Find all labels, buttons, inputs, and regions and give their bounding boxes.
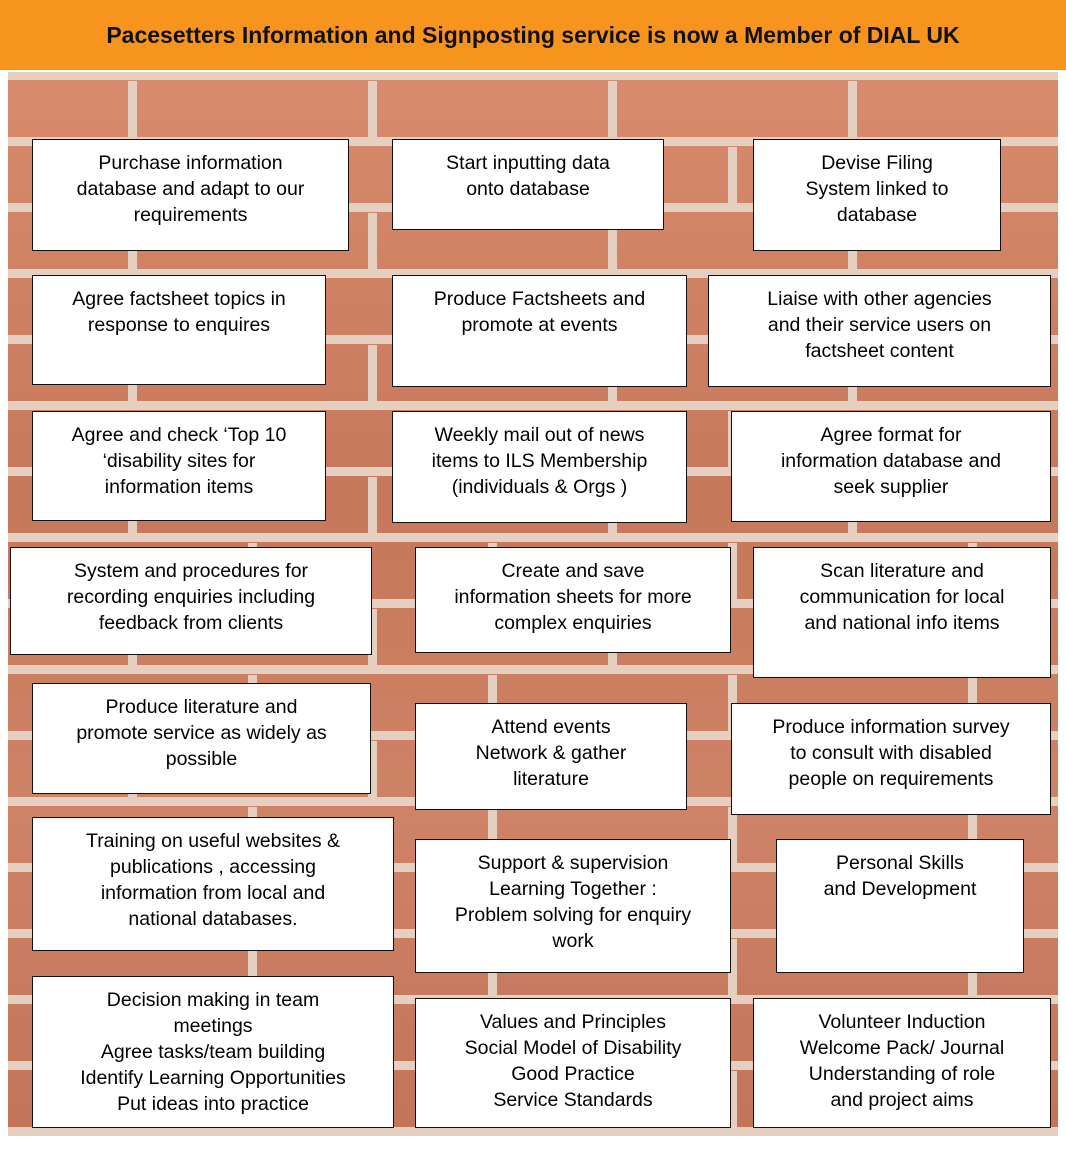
- task-box: Agree and check ‘Top 10 ‘disability site…: [32, 411, 326, 521]
- mortar-joint: [368, 741, 377, 798]
- task-box: Scan literature and communication for lo…: [753, 547, 1051, 678]
- task-box: Values and Principles Social Model of Di…: [415, 998, 731, 1128]
- mortar-joint: [728, 939, 737, 996]
- task-box: Volunteer Induction Welcome Pack/ Journa…: [753, 998, 1051, 1128]
- task-box: Decision making in team meetings Agree t…: [32, 976, 394, 1128]
- task-box: Produce Factsheets and promote at events: [392, 275, 687, 387]
- mortar-joint: [848, 81, 857, 138]
- mortar-joint: [608, 213, 617, 270]
- task-box: Weekly mail out of news items to ILS Mem…: [392, 411, 687, 523]
- mortar-joint: [728, 807, 737, 864]
- task-box: Attend events Network & gather literatur…: [415, 703, 687, 810]
- page-title-banner: Pacesetters Information and Signposting …: [0, 0, 1066, 70]
- mortar-joint: [608, 81, 617, 138]
- task-box: Produce literature and promote service a…: [32, 683, 371, 794]
- mortar-joint: [368, 81, 377, 138]
- mortar-joint: [728, 543, 737, 600]
- mortar-joint: [728, 1071, 737, 1128]
- task-box: Support & supervision Learning Together …: [415, 839, 731, 973]
- mortar-joint: [368, 345, 377, 402]
- mortar-joint: [368, 213, 377, 270]
- task-box: Devise Filing System linked to database: [753, 139, 1001, 251]
- task-box: Liaise with other agencies and their ser…: [708, 275, 1051, 387]
- task-box: Produce information survey to consult wi…: [731, 703, 1051, 815]
- task-box: Agree factsheet topics in response to en…: [32, 275, 326, 385]
- mortar-joint: [368, 477, 377, 534]
- mortar-joint: [728, 147, 737, 204]
- task-box: System and procedures for recording enqu…: [10, 547, 372, 655]
- mortar-joint: [128, 81, 137, 138]
- task-box: Create and save information sheets for m…: [415, 547, 731, 653]
- task-box: Purchase information database and adapt …: [32, 139, 349, 251]
- mortar-joint: [488, 807, 497, 864]
- mortar-joint: [968, 807, 977, 864]
- mortar-joint: [248, 939, 257, 996]
- page-title: Pacesetters Information and Signposting …: [106, 21, 960, 48]
- mortar-joint: [368, 609, 377, 666]
- task-box: Start inputting data onto database: [392, 139, 664, 230]
- task-box: Personal Skills and Development: [776, 839, 1024, 973]
- task-box: Training on useful websites & publicatio…: [32, 817, 394, 951]
- task-box: Agree format for information database an…: [731, 411, 1051, 522]
